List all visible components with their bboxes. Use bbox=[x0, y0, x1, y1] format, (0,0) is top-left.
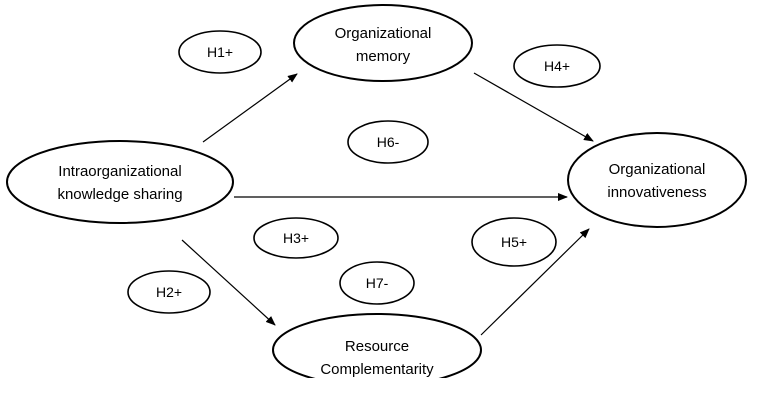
hypothesis-h1-label: H1+ bbox=[207, 44, 233, 60]
node-organizational-memory: Organizational memory bbox=[293, 4, 473, 82]
hypothesis-h6-label: H6- bbox=[377, 134, 400, 150]
hypothesis-h4: H4+ bbox=[513, 44, 601, 88]
hypothesis-h5-label: H5+ bbox=[501, 234, 527, 250]
hypothesis-h2: H2+ bbox=[127, 270, 211, 314]
arrow-knowledge-sharing-to-complementarity bbox=[181, 239, 276, 326]
hypothesis-h1: H1+ bbox=[178, 30, 262, 74]
node-resource-complementarity: Resource Complementarity bbox=[272, 313, 482, 378]
arrow-memory-to-innovativeness bbox=[473, 72, 594, 142]
node-organizational-innovativeness: Organizational innovativeness bbox=[567, 132, 747, 228]
node-knowledge-sharing-label-line2: knowledge sharing bbox=[57, 186, 182, 203]
node-knowledge-sharing: Intraorganizational knowledge sharing bbox=[6, 140, 234, 224]
hypothesis-h7: H7- bbox=[339, 261, 415, 305]
node-knowledge-sharing-label-line1: Intraorganizational bbox=[58, 163, 181, 180]
node-complementarity-label-line2: Complementarity bbox=[320, 361, 434, 378]
hypothesis-h3-label: H3+ bbox=[283, 230, 309, 246]
hypothesis-h4-label: H4+ bbox=[544, 58, 570, 74]
hypothesis-h7-label: H7- bbox=[366, 275, 389, 291]
node-memory-label-line2: memory bbox=[356, 48, 411, 65]
hypothesis-h6: H6- bbox=[347, 120, 429, 164]
arrow-knowledge-sharing-to-memory bbox=[202, 73, 298, 143]
node-memory-label-line1: Organizational bbox=[335, 25, 432, 42]
arrow-complementarity-to-innovativeness bbox=[480, 228, 590, 336]
node-innovativeness-label-line2: innovativeness bbox=[607, 184, 706, 201]
hypothesis-h5: H5+ bbox=[471, 217, 557, 267]
node-innovativeness-label-line1: Organizational bbox=[609, 161, 706, 178]
node-complementarity-label-line1: Resource bbox=[345, 338, 409, 355]
hypothesis-h3: H3+ bbox=[253, 217, 339, 259]
hypothesis-h2-label: H2+ bbox=[156, 284, 182, 300]
